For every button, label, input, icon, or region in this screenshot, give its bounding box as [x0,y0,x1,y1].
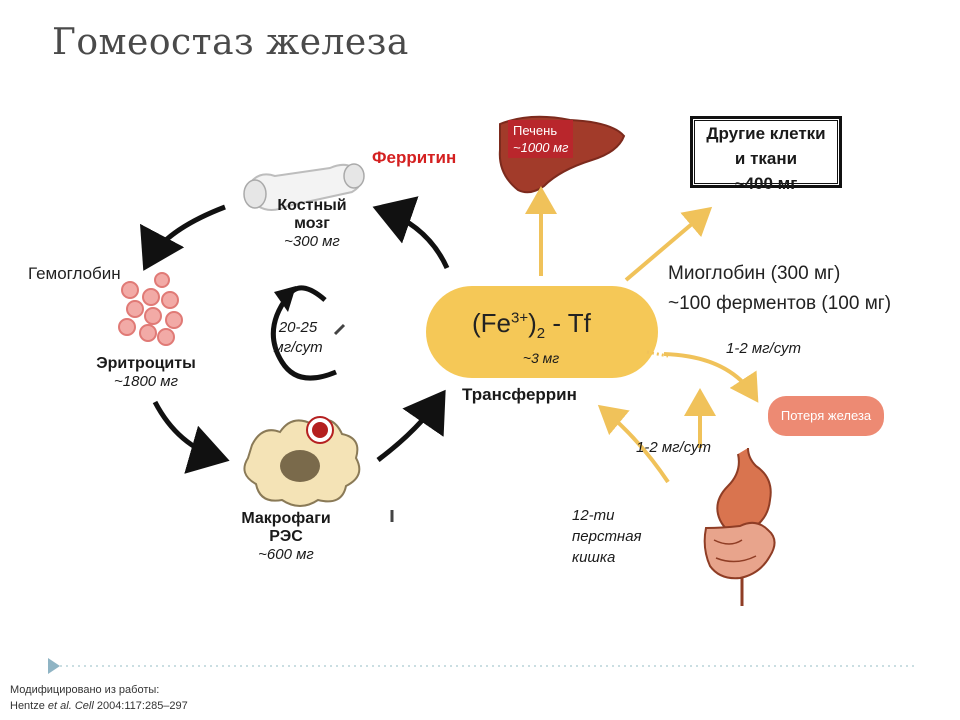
erythrocytes-icon [118,272,183,346]
duodenum-line3: кишка [572,549,616,566]
arrow-bone-to-erythrocytes [140,204,226,271]
inner-cycle-arrowhead [274,286,296,312]
formula-part3: - Tf [545,308,591,338]
other-cells-line1: Другие клетки [706,124,826,143]
cycle-rate-value: 20-25 [278,319,318,336]
absorption-rate-label: 1-2 мг/сут [636,439,712,456]
liver-name: Печень [513,123,558,138]
arrow-to-other-cells [624,206,713,282]
cycle-rate-unit: мг/сут [273,339,323,356]
erythrocytes-amount: ~1800 мг [114,373,178,390]
transferrin-pill [426,286,658,378]
myoglobin-line1: Миоглобин (300 мг) [668,263,841,284]
arrow-erythrocytes-to-macrophages [152,400,230,474]
bone-marrow-name-1: Костный [277,197,347,214]
duodenum-label: 12-ти перстная кишка [572,505,642,568]
erythrocytes-name: Эритроциты [96,355,196,372]
arrow-to-iron-loss [663,352,759,403]
footnote-author: Hentze [10,700,48,712]
duodenum-line1: 12-ти [572,507,615,524]
cycle-rate-label: 20-25 мг/сут [262,318,334,358]
loss-rate-label: 1-2 мг/сут [726,340,802,357]
arrow-macrophages-to-transferrin [376,389,446,462]
transferrin-formula: (Fe3+)2 - Tf [472,308,591,342]
myoglobin-label: Миоглобин (300 мг) ~100 ферментов (100 м… [668,259,891,319]
hemoglobin-label: Гемоглобин [28,264,121,283]
inner-cycle-mark [333,323,346,336]
macrophages-label: Макрофаги РЭС ~600 мг [222,510,350,563]
formula-part1: (Fe [472,308,511,338]
duodenum-icon [703,447,776,606]
erythrocytes-label: Эритроциты ~1800 мг [80,355,212,390]
transferrin-amount: ~3 мг [522,350,560,366]
liver-amount: ~1000 мг [513,140,569,155]
enzymes-line2: ~100 ферментов (100 мг) [668,293,892,314]
inner-cycle-arrow [270,285,337,381]
other-cells-line3: ~400 мг [734,174,798,193]
formula-part2: ) [528,308,537,338]
other-cells-line2: и ткани [734,149,798,168]
bone-marrow-name-2: мозг [294,215,330,232]
footnote-journal: et al. Cell [47,700,94,712]
arrow-transferrin-to-bone [372,196,450,270]
macrophages-name-1: Макрофаги [241,510,331,527]
footnote-line1: Модифицировано из работы: [10,684,160,696]
iron-loss-badge: Потеря железа [768,396,884,436]
bone-marrow-label: Костный мозг ~300 мг [262,197,362,250]
macrophages-amount: ~600 мг [258,546,314,563]
arrow-absorption-to-transferrin [597,404,670,484]
footnote: Модифицировано из работы: Hentze et al. … [10,682,188,714]
duodenum-line2: перстная [572,528,642,545]
other-cells-box: Другие клетки и ткани ~400 мг [690,116,842,193]
footer-marker-icon [48,658,60,674]
liver-tag: Печень ~1000 мг [508,120,574,158]
formula-subscript: 2 [536,325,546,343]
bone-icon [243,163,365,211]
bone-marrow-amount: ~300 мг [284,233,340,250]
formula-superscript: 3+ [511,309,529,327]
macrophage-icon [243,416,361,507]
page-title: Гомеостаз железа [52,22,409,63]
footnote-ref: 2004:117:285–297 [93,700,188,712]
macrophages-name-2: РЭС [269,528,303,545]
ferritin-label: Ферритин [372,148,457,167]
transferrin-name: Трансферрин [462,385,577,404]
